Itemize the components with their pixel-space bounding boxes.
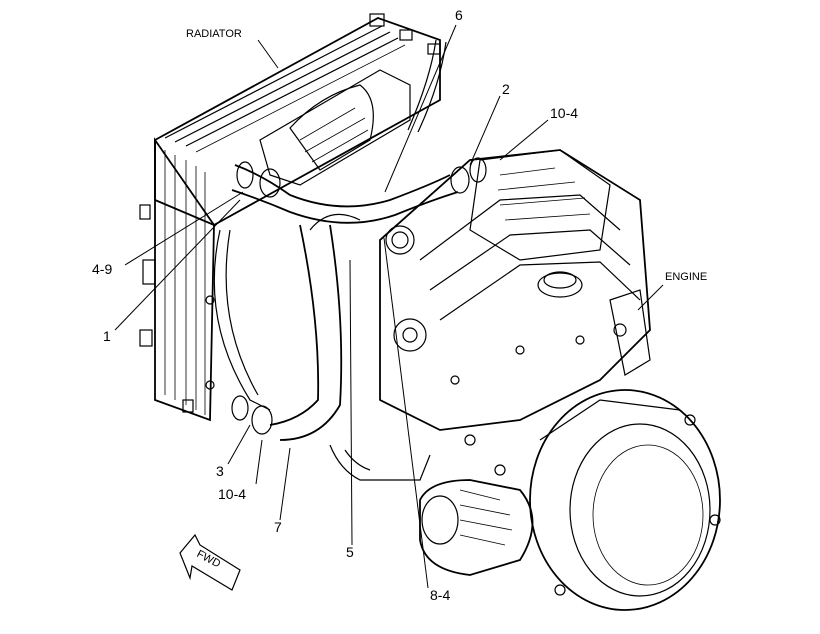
engine [379,149,651,476]
callout-6: 6 [455,7,463,23]
callout-10-4-top: 10-4 [550,105,578,121]
callout-4-9: 4-9 [92,261,112,277]
radiator [139,13,441,422]
leader-lines [114,24,664,589]
lower-hose [231,213,361,441]
engine-label: ENGINE [665,271,707,283]
callout-7: 7 [274,519,282,535]
upper-hose [231,157,487,224]
flywheel-housing [529,389,721,611]
starter-motor [419,479,534,576]
callouts: RADIATOR ENGINE 6 2 10-4 4-9 1 3 10-4 7 … [92,7,707,603]
callout-10-4-bottom: 10-4 [218,486,246,502]
oil-pan [329,444,431,481]
fwd-arrow: FWD [179,533,241,591]
callout-5: 5 [346,544,354,560]
callout-3: 3 [216,463,224,479]
callout-2: 2 [502,81,510,97]
radiator-label: RADIATOR [186,28,242,40]
callout-8-4: 8-4 [430,587,450,603]
callout-1: 1 [103,328,111,344]
